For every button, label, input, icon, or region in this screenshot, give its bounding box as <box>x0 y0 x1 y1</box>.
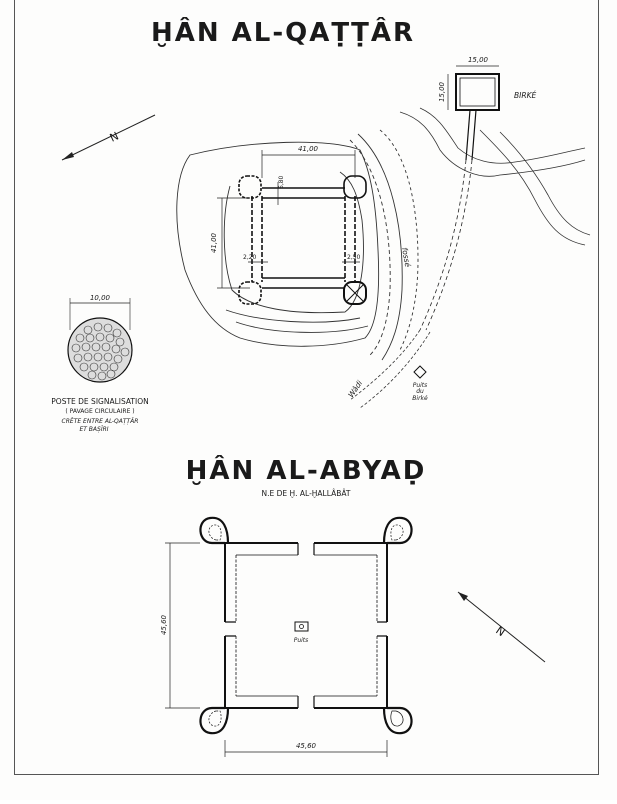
top-dim-tower: 6,80 <box>278 175 285 189</box>
wadi-label: Wâdi <box>346 378 364 399</box>
signal-post-stones <box>71 322 130 381</box>
sheet-right-border <box>598 0 599 775</box>
bottom-dimensions <box>165 542 388 757</box>
puits-label-1: Puits <box>413 382 428 389</box>
signal-post-caption-1: POSTE DE SIGNALISATION <box>51 397 148 406</box>
sheet-left-border <box>14 0 15 775</box>
birke-reservoir <box>419 65 500 331</box>
puits-label-3: Birké <box>412 395 428 402</box>
bottom-north-label: N <box>493 624 507 639</box>
top-terrain <box>176 129 419 361</box>
top-dim-height: 41,00 <box>210 232 218 253</box>
signal-post-caption-3: CRÊTE ENTRE AL-QAṬṬÂR <box>62 417 139 425</box>
fosse-label: fossé <box>400 247 412 268</box>
bottom-plan-title: ḪÂN AL-ABYAḌ <box>186 454 427 486</box>
bottom-puits-label: Puits <box>294 637 309 644</box>
sheet-bottom-border <box>14 774 599 775</box>
top-dim-wall-right: 2,50 <box>347 254 361 261</box>
signal-post-diameter: 10,00 <box>90 294 111 302</box>
top-fort-plan <box>238 175 367 305</box>
top-dim-width: 41,00 <box>298 145 319 153</box>
birke-dim-width: 15,00 <box>468 56 489 64</box>
top-plan-title: ḪÂN AL-QAṬṬÂR <box>151 16 415 48</box>
bottom-north-arrow: N <box>457 591 546 663</box>
signal-post-caption-2: ( PAVAGE CIRCULAIRE ) <box>65 408 134 415</box>
bottom-plan-subtitle: N.E DE Ḫ. AL-ḪALLÂBÂT <box>261 489 350 498</box>
puits-diamond <box>413 365 427 379</box>
wadi-contours <box>349 107 591 409</box>
birke-label: BIRKÉ <box>514 91 536 100</box>
top-north-label: N <box>108 129 121 144</box>
top-dimensions <box>217 150 360 289</box>
top-north-arrow: N <box>61 114 156 161</box>
puits-label-2: du <box>416 388 424 395</box>
birke-dim-height: 15,00 <box>438 81 446 102</box>
top-dim-wall-left: 2,20 <box>243 254 257 261</box>
bottom-dim-height: 45,60 <box>160 614 168 635</box>
signal-post <box>67 298 133 383</box>
signal-post-caption-4: ET BAṢÎRI <box>79 426 108 433</box>
bottom-dim-width: 45,60 <box>296 742 317 750</box>
bottom-fort-plan <box>199 516 413 735</box>
